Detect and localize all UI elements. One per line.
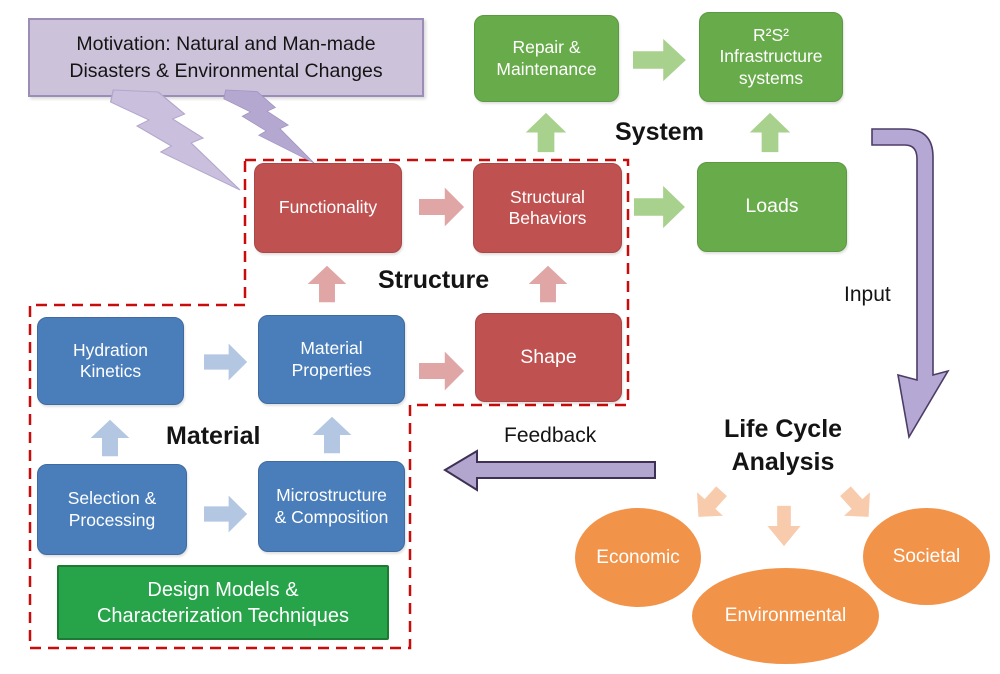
input-label: Input bbox=[844, 283, 891, 306]
motivation-box: Motivation: Natural and Man-made Disaste… bbox=[28, 18, 424, 97]
material-properties-box: Material Properties bbox=[258, 315, 405, 404]
arrow-right-icon bbox=[419, 351, 465, 391]
arrow-up-icon bbox=[528, 265, 568, 303]
lightning-bolt-icon bbox=[223, 89, 315, 164]
arrow-up-icon bbox=[525, 112, 567, 153]
arrow-right-icon bbox=[633, 38, 686, 82]
loads-box: Loads bbox=[697, 162, 847, 252]
hydration-kinetics-box: Hydration Kinetics bbox=[37, 317, 184, 405]
structure-section-label: Structure bbox=[378, 266, 490, 294]
societal-ellipse: Societal bbox=[863, 508, 990, 605]
arrow-right-icon bbox=[419, 187, 465, 227]
economic-ellipse: Economic bbox=[575, 508, 701, 607]
arrow-up-icon bbox=[749, 112, 791, 153]
arrow-up-icon bbox=[312, 416, 352, 454]
environmental-ellipse: Environmental bbox=[692, 568, 879, 664]
arrow-down-icon bbox=[767, 505, 801, 547]
feedback-arrow-icon bbox=[443, 449, 656, 492]
functionality-box: Functionality bbox=[254, 163, 402, 253]
life-cycle-analysis-title: Life Cycle Analysis bbox=[723, 415, 843, 476]
arrow-up-icon bbox=[307, 265, 347, 303]
feedback-label: Feedback bbox=[504, 424, 597, 447]
arrow-right-icon bbox=[204, 343, 248, 381]
input-elbow-arrow-icon bbox=[871, 128, 950, 440]
material-section-label: Material bbox=[166, 422, 261, 450]
system-section-label: System bbox=[615, 118, 704, 146]
repair-maintenance-box: Repair & Maintenance bbox=[474, 15, 619, 102]
arrow-right-icon bbox=[204, 495, 248, 533]
design-models-box: Design Models & Characterization Techniq… bbox=[57, 565, 389, 640]
arrow-right-icon bbox=[634, 185, 685, 229]
selection-processing-box: Selection & Processing bbox=[37, 464, 187, 555]
arrow-down-right-icon bbox=[840, 486, 870, 517]
arrow-down-left-icon bbox=[697, 486, 727, 517]
infrastructure-systems-box: R²S² Infrastructure systems bbox=[699, 12, 843, 102]
arrow-up-icon bbox=[90, 419, 130, 457]
microstructure-composition-box: Microstructure & Composition bbox=[258, 461, 405, 552]
shape-box: Shape bbox=[475, 313, 622, 402]
structural-behaviors-box: Structural Behaviors bbox=[473, 163, 622, 253]
lightning-bolt-icon bbox=[109, 89, 241, 191]
